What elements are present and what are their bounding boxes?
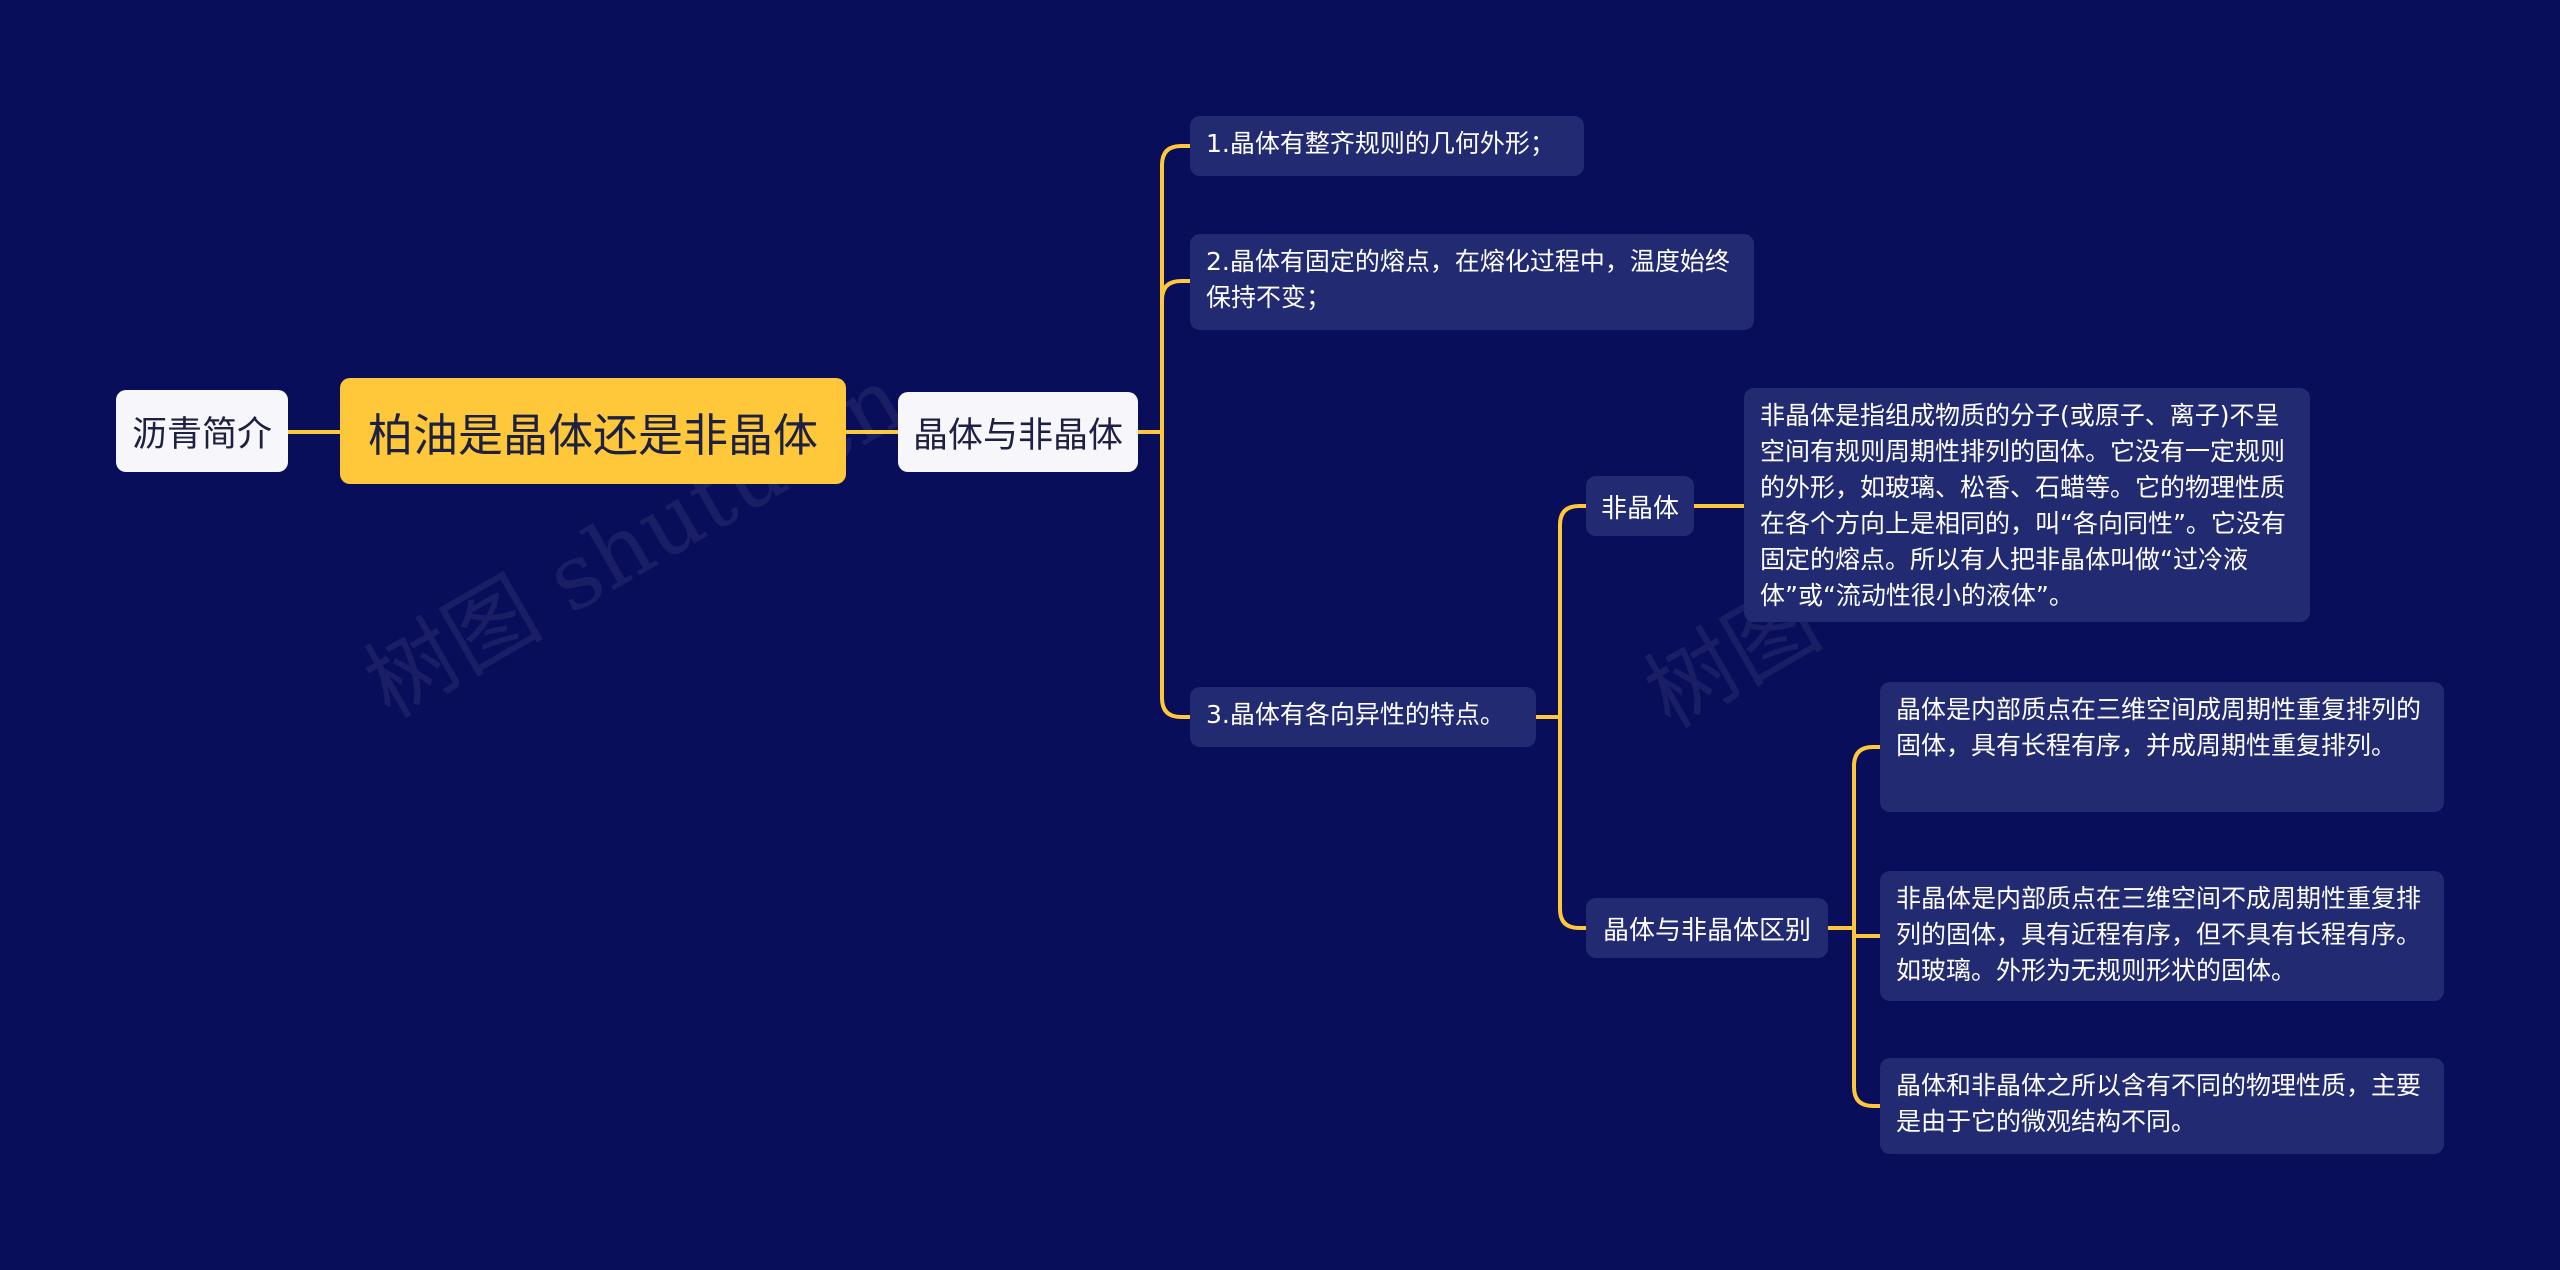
intro-node[interactable]: 沥青简介 [116, 390, 288, 472]
diff2-node[interactable]: 非晶体是内部质点在三维空间不成周期性重复排列的固体，具有近程有序，但不具有长程有… [1880, 871, 2444, 1001]
root-node[interactable]: 柏油是晶体还是非晶体 [340, 378, 846, 484]
link-difference-diff2 [1852, 926, 1882, 938]
link-point3-amorphous [1558, 504, 1588, 719]
link-difference-diff3 [1852, 926, 1882, 1108]
diff1-node[interactable]: 晶体是内部质点在三维空间成周期性重复排列的固体，具有长程有序，并成周期性重复排列… [1880, 682, 2444, 812]
amorphous-text-node[interactable]: 非晶体是指组成物质的分子(或原子、离子)不呈空间有规则周期性排列的固体。它没有一… [1744, 388, 2310, 622]
diff3-node[interactable]: 晶体和非晶体之所以含有不同的物理性质，主要是由于它的微观结构不同。 [1880, 1058, 2444, 1154]
amorphous-label-node[interactable]: 非晶体 [1586, 476, 1694, 536]
link-difference-diff1 [1852, 745, 1882, 930]
hub-node[interactable]: 晶体与非晶体 [898, 392, 1138, 472]
link-point3-difference [1558, 715, 1588, 930]
link-hub-point2 [1160, 279, 1192, 434]
link-hub-point1 [1160, 144, 1192, 434]
point3-node[interactable]: 3.晶体有各向异性的特点。 [1190, 687, 1536, 747]
point1-node[interactable]: 1.晶体有整齐规则的几何外形； [1190, 116, 1584, 176]
difference-label-node[interactable]: 晶体与非晶体区别 [1586, 898, 1828, 958]
link-hub-point3 [1160, 430, 1192, 719]
point2-node[interactable]: 2.晶体有固定的熔点，在熔化过程中，温度始终保持不变； [1190, 234, 1754, 330]
